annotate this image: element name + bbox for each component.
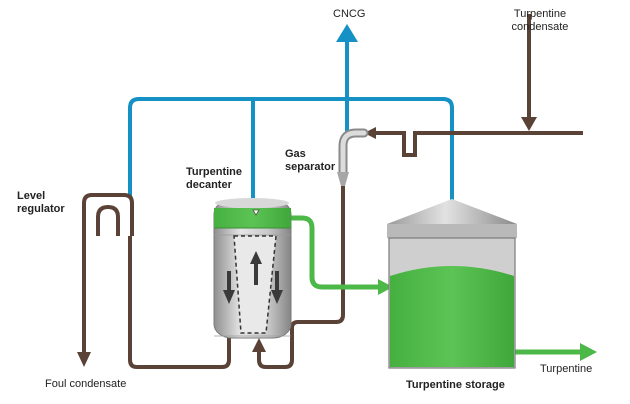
foul-condensate-label: Foul condensate (45, 378, 127, 390)
turpentine-decanter-label-line1: Turpentine (186, 166, 243, 178)
storage-inlet-arrow-icon (378, 279, 393, 295)
gas-separator-label-line1: Gas (285, 148, 306, 160)
cncg-gas-line (128, 24, 454, 215)
turpentine-transfer-line (290, 215, 597, 361)
foul-condensate-arrow-icon (77, 352, 91, 367)
turpentine-storage-tank (387, 199, 517, 369)
decanter-inlet-arrow-icon (252, 338, 266, 352)
level-regulator-label-line1: Level (17, 190, 46, 202)
down-arrow-right-icon (271, 290, 283, 304)
level-regulator-label-line2: regulator (17, 203, 65, 215)
turpentine-output-label: Turpentine (540, 363, 593, 375)
gas-separator-label-line2: separator (285, 161, 336, 173)
turpentine-condensate-label: Turpentine condensate (505, 8, 575, 34)
feed-arrow-icon (364, 127, 376, 139)
down-arrow-left-icon (223, 290, 235, 304)
gas-separator (337, 128, 369, 186)
turpentine-condensate-label-line2: condensate (511, 21, 569, 33)
cncg-arrow-icon (336, 24, 358, 42)
turpentine-storage-label: Turpentine storage (406, 379, 505, 391)
level-regulator-label: Level regulator (17, 190, 65, 216)
condensate-arrow-icon (521, 117, 537, 131)
turpentine-condensate-label-line1: Turpentine (513, 8, 567, 20)
up-arrow-center-icon (250, 251, 262, 264)
turpentine-decanter-label: Turpentine decanter (186, 166, 242, 192)
condensate-lines (77, 14, 583, 369)
cncg-label: CNCG (333, 8, 366, 20)
turpentine-decanter-label-line2: decanter (186, 179, 232, 191)
gas-separator-label: Gas separator (285, 148, 335, 174)
turpentine-decanter (213, 198, 292, 339)
turpentine-out-arrow-icon (580, 343, 597, 361)
